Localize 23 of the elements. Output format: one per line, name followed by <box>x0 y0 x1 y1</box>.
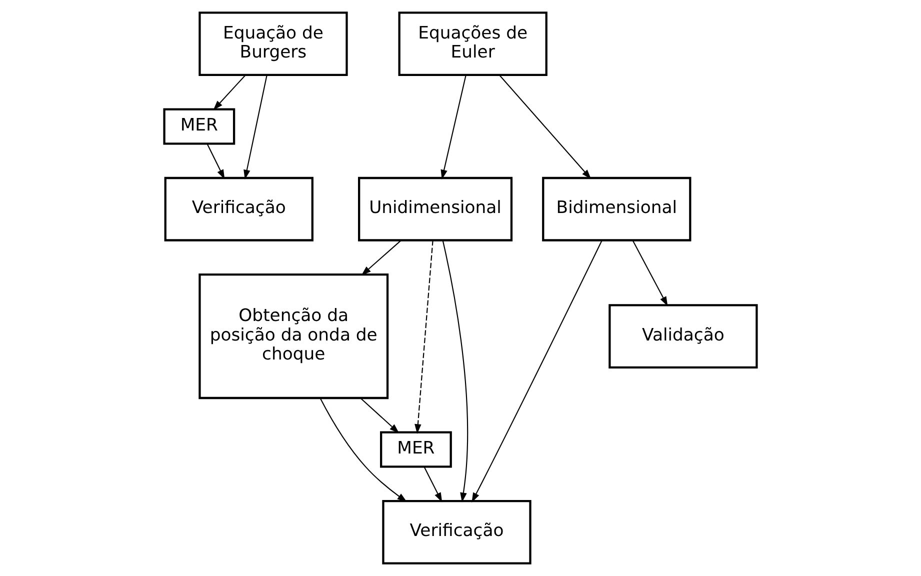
node-box: Bidimensional <box>542 176 692 242</box>
node-box: Equação de Burgers <box>198 12 348 76</box>
arrow <box>206 144 225 180</box>
node-box: MER <box>163 108 236 145</box>
arrow <box>360 398 400 434</box>
arrow <box>472 240 602 502</box>
arrow <box>440 75 466 180</box>
arrow <box>499 74 592 180</box>
arrow <box>361 240 402 276</box>
arrow <box>320 398 407 502</box>
arrow <box>213 74 246 110</box>
node-box: Verificação <box>164 176 314 242</box>
node-box: Equações de Euler <box>398 12 548 76</box>
node-box: Obtenção da posição da onda de choque <box>198 274 389 400</box>
node-box: Unidimensional <box>358 176 513 242</box>
node-box: Validação <box>608 304 758 368</box>
node-box: MER <box>380 431 452 468</box>
arrow <box>424 466 442 502</box>
arrow <box>414 240 434 434</box>
arrow <box>244 75 268 180</box>
node-box: Verificação <box>382 500 532 564</box>
arrow <box>632 240 668 306</box>
arrow <box>442 240 468 502</box>
